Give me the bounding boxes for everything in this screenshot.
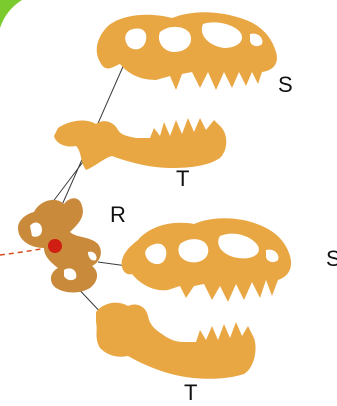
skull-top [97,12,277,90]
label-r: R [110,204,126,226]
highlight-dot [48,239,62,253]
jaw-bottom [96,303,256,379]
skull-middle [122,218,291,302]
jaw-top [54,118,226,170]
connector-lines [33,62,170,335]
label-s-middle: S [326,248,337,270]
corner-accent [0,0,22,28]
label-t-bottom: T [184,382,197,404]
label-s-top: S [278,74,293,96]
root-puzzle-piece [18,198,101,292]
label-t-top: T [176,168,189,190]
